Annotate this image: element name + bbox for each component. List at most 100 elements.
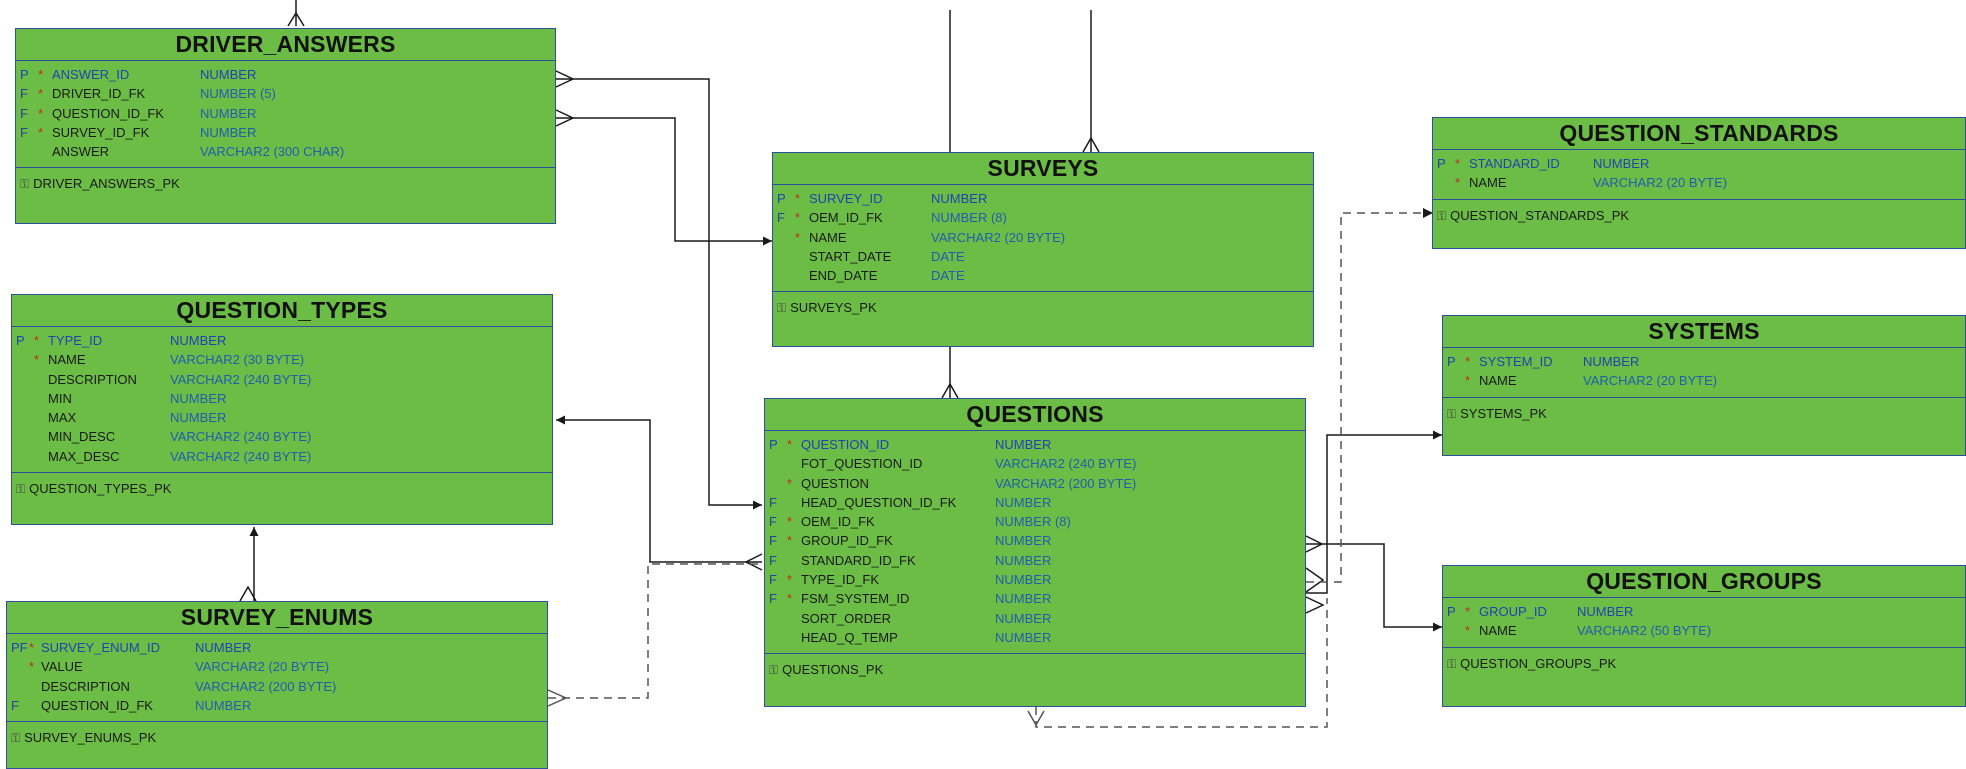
link-driver-answers-questions	[555, 70, 762, 510]
key-flag: F	[20, 105, 28, 121]
key-flag: P	[1437, 156, 1446, 171]
primary-key-row[interactable]: ⚿QUESTION_TYPES_PK	[12, 479, 552, 499]
key-list: ⚿DRIVER_ANSWERS_PK	[16, 168, 555, 194]
column-type: NUMBER	[995, 629, 1052, 645]
key-flag: F	[769, 533, 777, 549]
column-type: NUMBER	[1593, 156, 1650, 171]
link-questions-question-standards	[1306, 212, 1432, 583]
key-icon: ⚿	[1447, 656, 1457, 671]
primary-key-row[interactable]: ⚿QUESTIONS_PK	[765, 660, 1305, 680]
required-marker: *	[795, 229, 801, 245]
primary-key-row[interactable]: ⚿QUESTION_STANDARDS_PK	[1433, 206, 1965, 226]
column-name: TYPE_ID_FK	[801, 572, 880, 588]
required-marker: *	[787, 572, 793, 588]
column-type: NUMBER (5)	[200, 86, 276, 102]
column-name: HEAD_Q_TEMP	[801, 629, 898, 645]
table-title: QUESTIONS	[765, 399, 1305, 431]
required-marker: *	[795, 210, 801, 226]
key-flag: F	[20, 124, 28, 140]
column-type: NUMBER	[170, 333, 227, 348]
column-type: NUMBER	[200, 67, 257, 82]
primary-key-row[interactable]: ⚿QUESTION_GROUPS_PK	[1443, 654, 1965, 674]
primary-key-row[interactable]: ⚿SYSTEMS_PK	[1443, 404, 1965, 424]
column-type: NUMBER	[995, 437, 1052, 452]
column-name: DRIVER_ID_FK	[52, 86, 146, 102]
link-questions-systems	[1306, 430, 1442, 594]
required-marker: *	[38, 105, 44, 121]
column-name: END_DATE	[809, 268, 878, 284]
driver-answers-top-link	[287, 0, 305, 27]
column-type: VARCHAR2 (240 BYTE)	[995, 456, 1137, 472]
required-marker: *	[38, 86, 44, 102]
column-row[interactable]: HEAD_Q_TEMP NUMBER	[765, 628, 1305, 647]
column-row[interactable]: FOT_QUESTION_ID VARCHAR2 (240 BYTE)	[765, 454, 1305, 473]
column-type: VARCHAR2 (300 CHAR)	[200, 144, 345, 160]
primary-key-row[interactable]: ⚿SURVEY_ENUMS_PK	[7, 728, 547, 748]
primary-key-name: SURVEY_ENUMS_PK	[24, 730, 157, 746]
key-flag: F	[769, 494, 777, 510]
key-list: ⚿QUESTION_GROUPS_PK	[1443, 648, 1965, 674]
column-name: MAX	[48, 410, 77, 426]
primary-key-row[interactable]: ⚿SURVEYS_PK	[773, 298, 1313, 318]
key-icon: ⚿	[16, 482, 26, 497]
link-surveys-questions	[941, 347, 959, 399]
column-name: FOT_QUESTION_ID	[801, 456, 923, 472]
column-type: NUMBER	[995, 552, 1052, 568]
column-name: FSM_SYSTEM_ID	[801, 591, 910, 607]
column-type: VARCHAR2 (20 BYTE)	[1583, 373, 1718, 389]
column-name: QUESTION	[801, 475, 869, 491]
column-name: MAX_DESC	[48, 448, 120, 464]
column-name: GROUP_ID	[1479, 604, 1547, 619]
primary-key-row[interactable]: ⚿DRIVER_ANSWERS_PK	[16, 174, 555, 194]
table-title: QUESTION_GROUPS	[1443, 566, 1965, 598]
column-name: NAME	[1479, 373, 1517, 389]
key-flag: F	[769, 572, 777, 588]
